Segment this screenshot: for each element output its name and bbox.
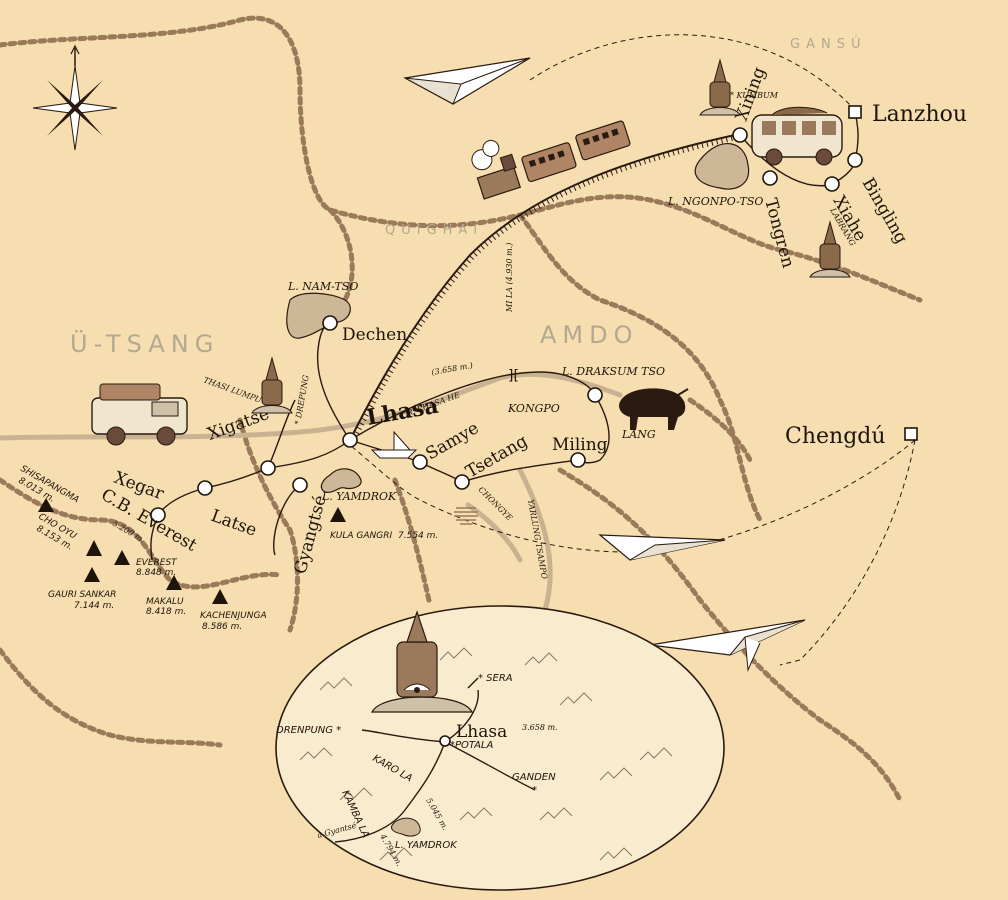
stop-dechen	[322, 315, 338, 331]
stop-tongren	[762, 170, 778, 186]
mi-la-pass-icon: ][	[508, 368, 519, 384]
place-mi-la-pass: MI LA (4.930 m.)	[505, 243, 514, 313]
peak-makalu-icon	[166, 575, 182, 590]
stop-gyangtse	[292, 477, 308, 493]
peak-gauri-sankar-icon	[84, 567, 100, 582]
city-dechen: Dechen	[342, 325, 407, 345]
place-l-yamdrok: L. YAMDROK	[321, 490, 397, 503]
yak-icon	[619, 388, 689, 430]
peak-makalu-alt: 8.418 m.	[146, 607, 186, 617]
stop-draksum	[587, 387, 603, 403]
railway	[349, 134, 738, 444]
place-kongpo: KONGPO	[507, 402, 560, 415]
region-utsang: Ü-TSANG	[70, 329, 219, 358]
city-lanzhou: Lanzhou	[872, 102, 967, 127]
inset-ganden-star-icon: *	[532, 785, 537, 796]
peak-cho-oyu-icon	[86, 540, 102, 556]
stop-xegar	[150, 507, 166, 523]
stupa-icon	[699, 58, 741, 116]
peak-gauri-sankar-label: GAURI SANKAR	[48, 590, 116, 600]
lake-yamdrok-icon	[320, 468, 362, 493]
place-l-nam-tso: L. NAM-TSO	[287, 280, 358, 293]
inset-lhasa: Lhasa	[456, 722, 507, 742]
place-l-ngonpo-tso: L. NGONPO-TSO	[667, 195, 763, 208]
peak-everest-label: EVEREST	[136, 558, 178, 568]
paper-plane-icon	[649, 619, 806, 672]
region-gansu: GANSÚ	[790, 36, 866, 52]
pass-markers: ][	[508, 368, 519, 384]
city-tongren: Tongren	[760, 196, 798, 270]
compass-rose-icon	[32, 44, 118, 151]
lhasa-inset: Lhasa 3.658 m. *POTALA * SERA DRENPUNG *…	[275, 605, 725, 891]
lake-nam-tso-icon	[286, 292, 351, 339]
region-quighai: QUIGHAI	[385, 223, 483, 238]
stop-bingling	[847, 152, 863, 168]
peak-shisapangma-icon	[38, 498, 54, 512]
lakes	[286, 143, 750, 493]
city-lhasa: Lhasa	[365, 393, 441, 431]
stupa-icon	[251, 356, 293, 414]
place-drepung: * DREPUNG	[293, 374, 311, 426]
inset-l-yamdrok: L. YAMDROK	[395, 840, 458, 851]
city-latse: Latse	[208, 506, 259, 541]
peak-kula-gangri-label: KULA GANGRI	[330, 531, 392, 541]
paper-plane-icon	[403, 57, 531, 105]
place-lang: LANG	[621, 428, 656, 441]
place-thasi-lumpu: THASI LUMPU	[202, 375, 263, 404]
flight-routes	[349, 34, 916, 666]
stop-latse	[197, 480, 213, 496]
place-l-draksum-tso: L. DRAKSUM TSO	[561, 365, 665, 378]
inset-ganden: GANDEN	[512, 772, 556, 783]
peak-everest-icon	[114, 550, 130, 565]
inset-stop-lhasa	[439, 735, 451, 747]
peak-kachenjunga-alt: 8.586 m.	[202, 622, 242, 632]
peak-everest-alt: 8.848 m.	[136, 568, 176, 578]
peak-kula-gangri-icon	[330, 507, 346, 522]
stop-xining	[732, 127, 748, 143]
train-icon	[471, 120, 631, 200]
city-lhasa-altitude: (3.658 m.)	[431, 361, 474, 377]
inset-potala: *POTALA	[450, 740, 494, 751]
bus-icon	[751, 106, 843, 166]
stop-xigatse	[260, 460, 276, 476]
stupa-icon	[809, 220, 851, 278]
peak-kachenjunga-label: KACHENJUNGA	[200, 611, 267, 621]
stop-xiahe	[824, 176, 840, 192]
lake-ngonpo-tso-icon	[694, 143, 750, 190]
peak-kachenjunga-icon	[212, 589, 228, 604]
potala-palace-icon	[371, 610, 473, 713]
boat-icon	[370, 430, 418, 459]
stop-chengdu	[904, 427, 918, 441]
inset-sera: * SERA	[478, 673, 513, 684]
route-stops	[150, 105, 918, 523]
stop-miling	[570, 452, 586, 468]
stop-tsetang	[454, 474, 470, 490]
stop-lhasa	[342, 432, 358, 448]
stop-samye	[412, 454, 428, 470]
peak-gauri-sankar-alt: 7.144 m.	[74, 601, 114, 611]
inset-drenpung: DRENPUNG *	[276, 725, 341, 736]
city-gyangtse: Gyangtsé	[291, 493, 331, 576]
city-chengdu: Chengdú	[785, 424, 886, 449]
stop-lanzhou	[848, 105, 862, 119]
inset-lake-yamdrok-icon	[391, 817, 421, 837]
hatched-circle-icon	[454, 507, 478, 525]
city-samye: Samye	[423, 418, 483, 464]
inset-lhasa-altitude: 3.658 m.	[522, 723, 558, 732]
region-amdo: AMDO	[540, 321, 639, 349]
peak-makalu-label: MAKALU	[146, 597, 184, 607]
place-kumbum: * KUMBUM	[730, 91, 779, 100]
peak-kula-gangri-alt: 7.554 m.	[398, 531, 438, 541]
jeep-icon	[91, 383, 188, 446]
city-miling: Miling	[552, 435, 608, 455]
paper-plane-icon	[598, 534, 726, 561]
